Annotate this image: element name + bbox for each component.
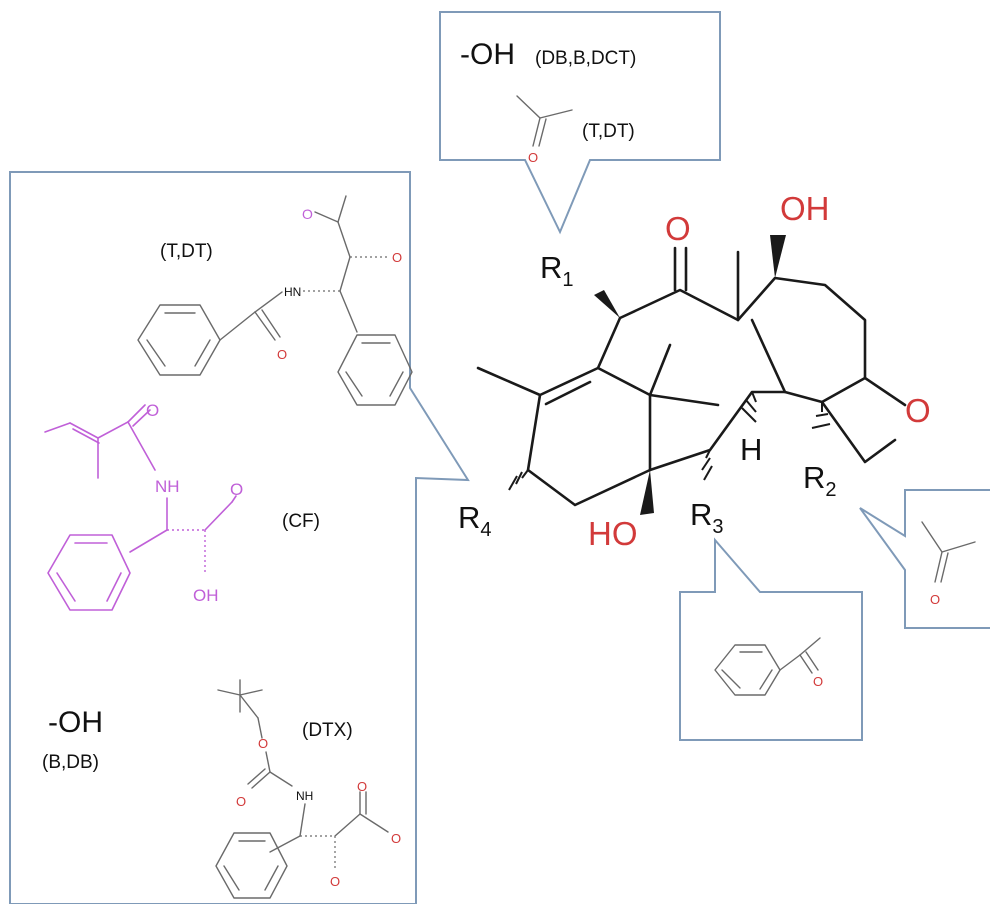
core-hydroxyl-top: OH	[780, 190, 830, 227]
core-hydroxyl-bottom: HO	[588, 515, 638, 552]
r1-callout-box	[439, 11, 721, 235]
taxane-core	[476, 235, 907, 515]
r4-cf-chain-oh: OH	[193, 586, 219, 605]
r2-callout-box	[859, 489, 990, 629]
r1-label: R1	[540, 250, 574, 291]
r4-dtx-chain-o1: O	[258, 736, 268, 751]
r4-cf-chain-o1: O	[146, 401, 159, 420]
r1-acetyl-group: O	[516, 95, 573, 165]
r3-label: R3	[690, 497, 724, 538]
r3-benzoyl-oxygen: O	[813, 674, 823, 689]
r3-callout-box	[679, 537, 863, 741]
r2-acetyl-oxygen: O	[930, 592, 940, 607]
r4-option-hydroxyl-compounds: (B,DB)	[42, 752, 99, 773]
r1-option-hydroxyl: -OH	[460, 38, 515, 71]
r4-taxol-chain-compounds: (T,DT)	[160, 241, 213, 262]
r4-dtx-side-chain: O O NH O O O	[215, 679, 401, 899]
r4-dtx-chain-o5: O	[330, 874, 340, 889]
r1-acetyl-compounds: (T,DT)	[582, 121, 635, 142]
r4-taxol-chain-o2: O	[392, 250, 402, 265]
r4-option-hydroxyl: -OH	[48, 706, 103, 739]
r4-dtx-chain-o2: O	[236, 794, 246, 809]
r4-dtx-chain-o4: O	[391, 831, 401, 846]
r4-dtx-chain-o3: O	[357, 779, 367, 794]
r4-taxol-chain-o3: O	[302, 206, 313, 222]
r2-label: R2	[803, 460, 837, 501]
core-ring-oxygen: O	[905, 392, 931, 429]
r1-option-hydroxyl-compounds: (DB,B,DCT)	[535, 48, 636, 69]
r1-acetyl-oxygen: O	[528, 150, 538, 165]
r2-acetyl-group: O	[921, 521, 976, 607]
r4-dtx-compounds: (DTX)	[302, 720, 353, 741]
r4-taxol-chain-hn: HN	[284, 285, 301, 299]
r4-callout-box	[9, 171, 470, 904]
core-hydrogen: H	[740, 432, 762, 467]
r4-taxol-chain-o1: O	[277, 347, 287, 362]
r4-taxol-side-chain: O HN O O	[137, 195, 413, 406]
r4-dtx-chain-nh: NH	[296, 789, 313, 803]
r4-cf-chain-o2: O	[230, 480, 243, 499]
r4-cf-chain-nh: NH	[155, 477, 180, 496]
r4-cf-compounds: (CF)	[282, 511, 320, 532]
r4-cf-side-chain: O NH O OH	[44, 401, 243, 611]
r3-benzoyl-group: O	[714, 637, 823, 696]
core-oxygen-top: O	[665, 210, 691, 247]
r4-label: R4	[458, 500, 492, 541]
